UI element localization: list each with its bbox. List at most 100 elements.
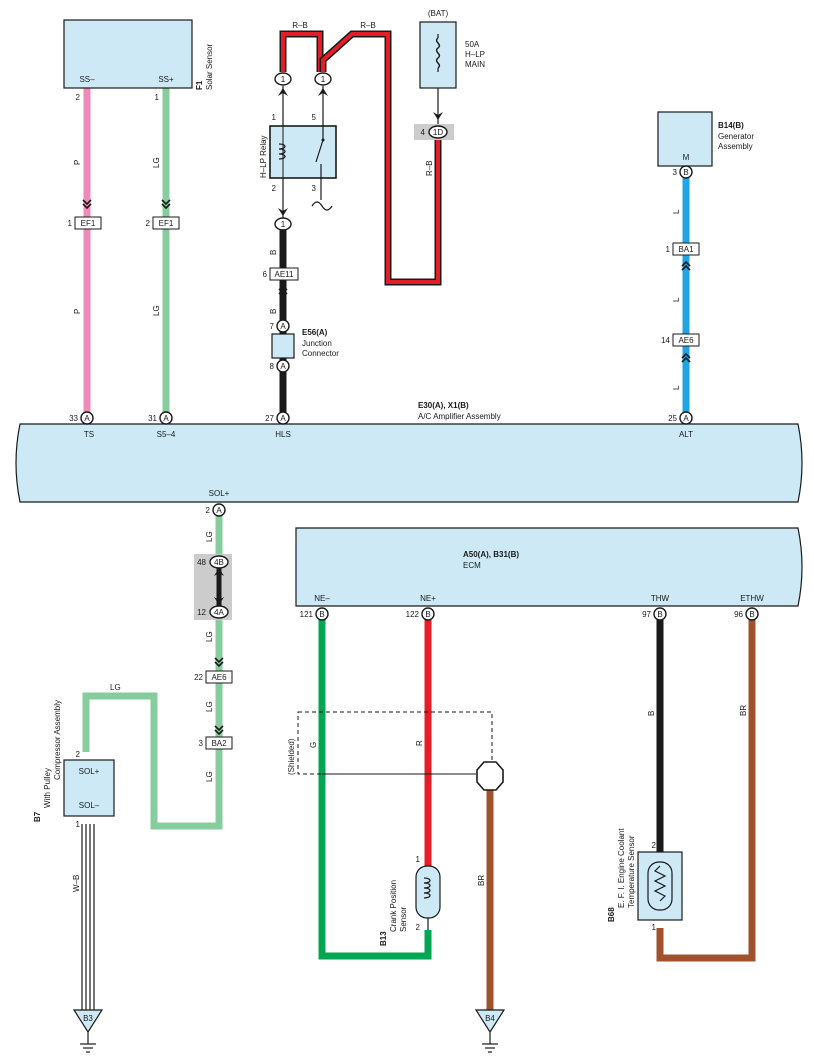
generator-name: Assembly bbox=[718, 142, 753, 151]
svg-text:8: 8 bbox=[270, 362, 275, 371]
connector-ae6: AE6 bbox=[678, 336, 694, 345]
ecm-name: ECM bbox=[463, 561, 481, 570]
relay-terminal: 1 bbox=[281, 220, 286, 229]
ground-b3: B3 bbox=[83, 1014, 93, 1023]
wire-label: R–B bbox=[425, 160, 434, 176]
svg-text:48: 48 bbox=[197, 558, 206, 567]
svg-text:B: B bbox=[683, 168, 688, 177]
svg-text:121: 121 bbox=[300, 610, 314, 619]
amp-pin-s54: A 31 S5–4 bbox=[148, 411, 176, 439]
amplifier-box bbox=[15, 423, 803, 503]
svg-text:A: A bbox=[84, 414, 90, 423]
svg-text:27: 27 bbox=[265, 414, 274, 423]
wire-label: LG bbox=[110, 683, 121, 692]
wire-label: G bbox=[309, 742, 318, 748]
svg-text:1: 1 bbox=[76, 820, 81, 829]
wire-br-coolant bbox=[656, 620, 756, 962]
wire-label: B bbox=[269, 250, 278, 255]
svg-text:ALT: ALT bbox=[679, 430, 693, 439]
coolant-name: E. F. I. Engine Coolant bbox=[617, 828, 626, 908]
relay-box bbox=[269, 125, 337, 179]
compressor-box bbox=[63, 759, 115, 817]
svg-text:122: 122 bbox=[406, 610, 420, 619]
junction-1d: 1D bbox=[433, 128, 443, 137]
ground-b4: B4 bbox=[485, 1014, 495, 1023]
svg-text:6: 6 bbox=[263, 270, 268, 279]
connector-ae11: AE11 bbox=[275, 270, 295, 279]
svg-text:B: B bbox=[425, 610, 430, 619]
svg-text:12: 12 bbox=[197, 608, 206, 617]
shielded-label: (Shielded) bbox=[287, 738, 296, 775]
compressor-code: B7 bbox=[33, 811, 42, 822]
svg-text:TS: TS bbox=[84, 430, 94, 439]
coolant-code: B68 bbox=[607, 907, 616, 922]
svg-text:7: 7 bbox=[270, 322, 275, 331]
generator-code: B14(B) bbox=[718, 121, 744, 130]
generator-box bbox=[657, 111, 713, 167]
ecm-pin-ethw: ETHW B 96 bbox=[734, 594, 764, 621]
svg-text:THW: THW bbox=[651, 594, 670, 603]
svg-text:2: 2 bbox=[652, 841, 657, 850]
ecm-pin-ne-minus: NE– B 121 bbox=[300, 594, 330, 621]
generator-name: Generator bbox=[718, 132, 754, 141]
wire-rb-red bbox=[279, 30, 442, 286]
connector-ba2: BA2 bbox=[211, 739, 227, 748]
wire-label: W–B bbox=[72, 875, 81, 892]
connector-ef1: EF1 bbox=[81, 219, 96, 228]
pin-ss-minus: SS– bbox=[79, 75, 95, 84]
svg-text:1: 1 bbox=[68, 219, 73, 228]
coolant-name: Temperature Sensor bbox=[627, 835, 636, 908]
shield-ground-icon bbox=[476, 761, 504, 791]
wire-label: R–B bbox=[292, 21, 308, 30]
compressor-name: With Pulley bbox=[43, 768, 52, 808]
ecm-code: A50(A), B31(B) bbox=[463, 550, 519, 559]
battery-label: (BAT) bbox=[428, 9, 449, 18]
amp-pin-ts: A 33 TS bbox=[69, 411, 94, 439]
svg-text:2: 2 bbox=[272, 184, 277, 193]
wire-label: B bbox=[269, 309, 278, 314]
wire-label: LG bbox=[205, 771, 214, 782]
svg-text:1: 1 bbox=[416, 855, 421, 864]
svg-text:4: 4 bbox=[421, 128, 426, 137]
relay-terminal: 1 bbox=[281, 75, 286, 84]
crank-name: Crank Position bbox=[389, 880, 398, 932]
junction-box bbox=[271, 333, 295, 359]
connector-ba1: BA1 bbox=[678, 245, 694, 254]
fuse-icon bbox=[435, 37, 441, 69]
fuse-amp: 50A bbox=[465, 40, 480, 49]
junction-4b: 4B bbox=[214, 558, 224, 567]
amp-pin-hls: A 27 HLS bbox=[265, 411, 291, 439]
svg-text:2: 2 bbox=[416, 923, 421, 932]
svg-text:HLS: HLS bbox=[275, 430, 291, 439]
svg-text:96: 96 bbox=[734, 610, 743, 619]
svg-text:5: 5 bbox=[312, 113, 317, 122]
pin-num: 1 bbox=[155, 93, 160, 102]
wire-label: P bbox=[73, 160, 82, 165]
wire-label: BR bbox=[477, 875, 486, 886]
svg-text:S5–4: S5–4 bbox=[157, 430, 176, 439]
wire-wb bbox=[81, 824, 95, 1010]
amp-pin-alt: A 25 ALT bbox=[668, 411, 693, 439]
svg-text:A: A bbox=[280, 414, 286, 423]
svg-text:B: B bbox=[319, 610, 324, 619]
fuse-box bbox=[419, 21, 457, 89]
wire-label: L bbox=[672, 209, 681, 214]
svg-text:31: 31 bbox=[148, 414, 157, 423]
svg-text:97: 97 bbox=[642, 610, 651, 619]
svg-text:ETHW: ETHW bbox=[740, 594, 764, 603]
relay-coil-icon bbox=[278, 143, 286, 160]
ground-b4-icon bbox=[474, 1009, 506, 1053]
svg-text:A: A bbox=[280, 362, 286, 371]
wire-label: R–B bbox=[360, 21, 376, 30]
svg-text:A: A bbox=[163, 414, 169, 423]
ecm-pin-thw: THW B 97 bbox=[642, 594, 670, 621]
solar-sensor-code: F1 bbox=[195, 80, 204, 90]
svg-text:3: 3 bbox=[199, 739, 204, 748]
crank-name: Sensor bbox=[399, 906, 408, 932]
pin-ss-plus: SS+ bbox=[158, 75, 174, 84]
svg-text:2: 2 bbox=[76, 750, 81, 759]
wire-label: L bbox=[672, 297, 681, 302]
wire-sol-lg bbox=[82, 516, 223, 830]
svg-text:A: A bbox=[280, 322, 286, 331]
